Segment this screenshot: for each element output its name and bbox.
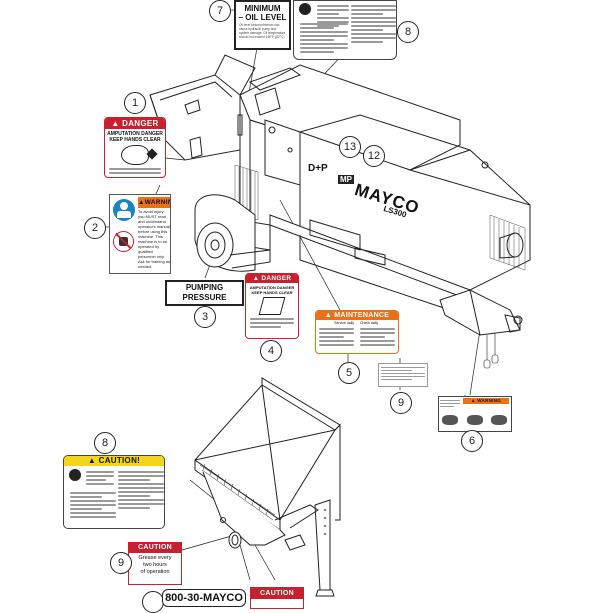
callout-8-top: 8 bbox=[397, 21, 419, 43]
mp-badge: MP bbox=[338, 175, 354, 184]
caution-text-decal-top: Caution instructions for safe operation … bbox=[293, 0, 397, 60]
caution-grease-decal-9: CAUTION Grease every two hours of operat… bbox=[128, 542, 182, 585]
phone-number-decal: 800-30-MAYCO bbox=[162, 589, 246, 607]
caution-9-line-3: of operation bbox=[140, 569, 170, 575]
danger-4-subtitle: AMPUTATION DANGER KEEP HANDS CLEAR bbox=[249, 285, 295, 295]
caution-9-line-1: Grease every bbox=[138, 555, 172, 561]
callout-2: 2 bbox=[84, 217, 106, 239]
caution-top-pictogram bbox=[299, 3, 311, 15]
danger-1-header: ▲ DANGER bbox=[105, 118, 165, 129]
callout-11: 9 bbox=[390, 392, 412, 414]
warning-2-body: To avoid injury you MUST read and unders… bbox=[138, 209, 171, 269]
hopper-detail bbox=[194, 377, 341, 597]
callout-1: 1 bbox=[124, 92, 146, 114]
maintenance-header: ▲ MAINTENANCE bbox=[316, 311, 398, 320]
warning-pictogram-decal-6: ▲ WARNING bbox=[438, 396, 512, 432]
maintenance-col2-title: Check daily bbox=[360, 321, 379, 325]
pumping-pressure-decal: PUMPING PRESSURE bbox=[165, 280, 244, 306]
maintenance-col1-title: Service daily bbox=[334, 321, 354, 325]
danger-1-subtitle: AMPUTATION DANGER KEEP HANDS CLEAR bbox=[107, 131, 163, 143]
hand-crush-pictogram bbox=[121, 145, 158, 165]
danger-4-header: ▲ DANGER bbox=[246, 274, 298, 283]
callout-5: 5 bbox=[338, 362, 360, 384]
callout-9-visible: 9 bbox=[110, 552, 132, 574]
hazard-pictogram-2 bbox=[467, 415, 483, 425]
caution-9-header: CAUTION bbox=[129, 543, 181, 553]
oil-level-title-1: MINIMUM bbox=[244, 4, 281, 13]
caution-bottom-header: CAUTION bbox=[251, 588, 303, 599]
warning-2-header: ▲WARNING bbox=[138, 197, 170, 208]
oil-level-body: Oil level below minimum can cause hydrau… bbox=[239, 23, 286, 39]
callout-7: 7 bbox=[209, 0, 231, 22]
caution-8-pictogram bbox=[69, 469, 81, 481]
warning-manual-decal-2: ▲WARNING To avoid injury you MUST read a… bbox=[109, 194, 171, 274]
oil-level-decal: MINIMUM – OIL LEVEL Oil level below mini… bbox=[234, 0, 291, 50]
caution-9-line-2: two hours bbox=[143, 562, 167, 568]
hazard-pictogram-1 bbox=[442, 415, 458, 425]
pumping-pressure-line-1: PUMPING bbox=[185, 283, 224, 292]
pump-wheel bbox=[194, 194, 271, 272]
pump-frame bbox=[239, 214, 523, 369]
callout-4: 4 bbox=[260, 340, 282, 362]
hand-in-machine-pictogram bbox=[258, 297, 286, 315]
callout-10 bbox=[142, 591, 164, 613]
callout-12: 12 bbox=[363, 145, 385, 167]
oil-level-title-2: – OIL LEVEL bbox=[238, 13, 287, 22]
hazard-pictogram-3 bbox=[491, 415, 507, 425]
read-manual-pictogram bbox=[113, 199, 135, 221]
serial-plate-decal-11: serial plate bbox=[378, 363, 428, 387]
pump-body bbox=[234, 64, 531, 291]
maintenance-decal-5: ▲ MAINTENANCE Service daily Check daily bbox=[315, 310, 399, 354]
no-hands-pictogram bbox=[113, 231, 134, 252]
pumping-pressure-line-2: PRESSURE bbox=[182, 292, 227, 302]
caution-yellow-decal-8: ▲ CAUTION! bbox=[63, 455, 165, 529]
warning-6-header: ▲ WARNING bbox=[463, 398, 509, 404]
callout-13: 13 bbox=[339, 136, 361, 158]
callout-6: 6 bbox=[461, 430, 483, 452]
caution-8-header: ▲ CAUTION! bbox=[64, 456, 164, 466]
callout-8-bottom: 8 bbox=[94, 432, 116, 454]
callout-3: 3 bbox=[194, 306, 216, 328]
danger-amputation-decal-1: ▲ DANGER AMPUTATION DANGER KEEP HANDS CL… bbox=[104, 117, 166, 178]
pump-line-art bbox=[103, 9, 531, 597]
danger-amputation-decal-4: ▲ DANGER AMPUTATION DANGER KEEP HANDS CL… bbox=[245, 273, 299, 339]
caution-decal-bottom: CAUTION bbox=[250, 587, 304, 609]
dp-emblem: D+P bbox=[308, 163, 328, 174]
